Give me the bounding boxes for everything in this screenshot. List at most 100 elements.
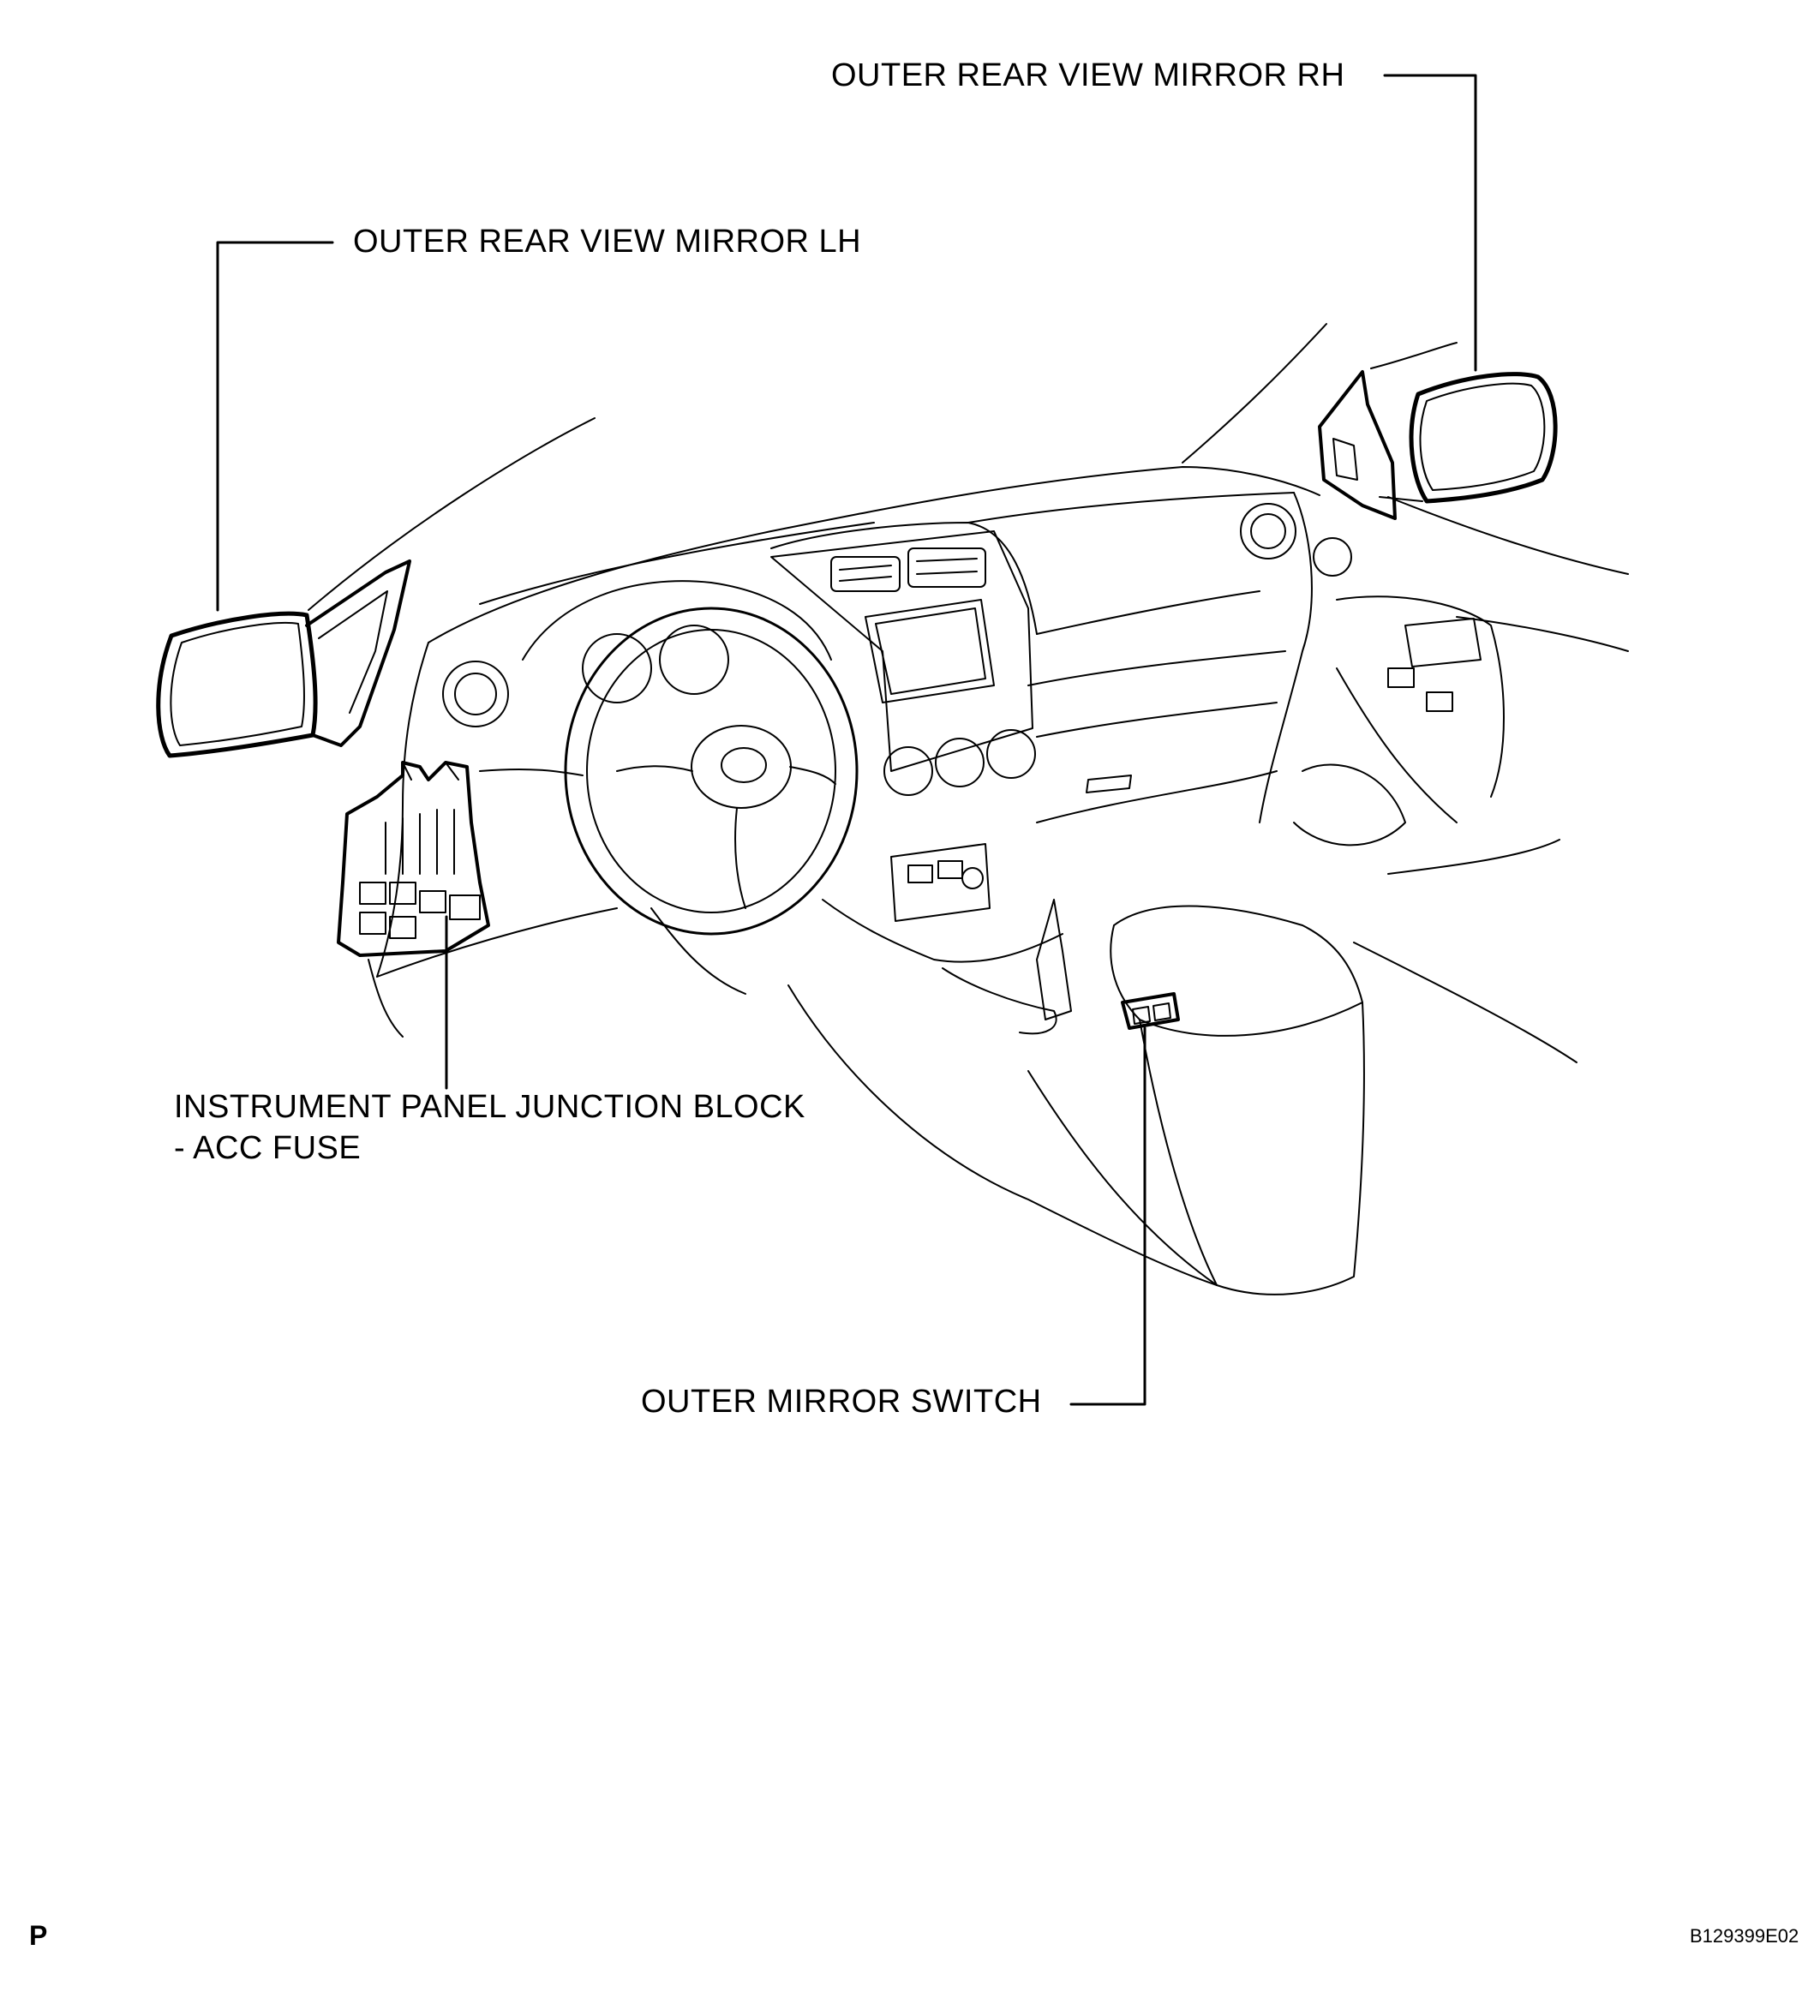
mirror-rh-arm <box>1379 496 1423 502</box>
leader-line-mirror-switch <box>1069 1026 1146 1406</box>
right-side <box>1240 496 1629 1063</box>
steering-wheel-spoke-lower <box>734 807 746 909</box>
glovebox-lower <box>1036 702 1278 738</box>
vent-slat <box>839 565 892 571</box>
mirror-lh-glass <box>170 621 305 746</box>
door-trim <box>1336 595 1505 798</box>
callout-junction-block-line1: INSTRUMENT PANEL JUNCTION BLOCK <box>174 1089 805 1125</box>
mirror-switch-body <box>1121 992 1180 1030</box>
switch-panel <box>890 843 991 922</box>
mirror-rh-base-inner <box>1332 438 1358 481</box>
hvac-knob-right <box>986 729 1036 779</box>
console-front <box>822 899 1063 963</box>
fuse <box>389 882 416 905</box>
center-vent-right <box>907 547 986 588</box>
dash-top-edge <box>428 466 1320 643</box>
door-handle-recess <box>1404 618 1482 667</box>
steering-wheel-logo <box>721 747 767 783</box>
dash-right-lower <box>1036 770 1278 823</box>
console-armrest-front <box>1110 924 1363 1037</box>
glovebox-slot <box>1086 775 1132 793</box>
windshield-top-edge <box>1182 323 1327 464</box>
vent-slat <box>916 571 978 575</box>
mirror-rh-glass <box>1419 382 1546 491</box>
callout-outer-rear-view-mirror-lh: OUTER REAR VIEW MIRROR LH <box>353 224 862 260</box>
dashboard-body <box>376 466 1320 978</box>
leader-line-mirror-rh <box>1383 74 1477 372</box>
figure-id: B129399E02 <box>1690 1925 1799 1947</box>
switch-button <box>937 860 963 879</box>
fuse <box>449 894 481 920</box>
steering-wheel-spoke-left <box>616 765 693 772</box>
door-pocket <box>1293 763 1406 846</box>
gauge-left <box>582 633 652 703</box>
fuse <box>419 890 446 913</box>
page-letter: P <box>29 1920 48 1951</box>
cluster-vent-left-inner <box>454 673 497 715</box>
side-vent-right-inner <box>1250 513 1286 549</box>
callout-outer-mirror-switch: OUTER MIRROR SWITCH <box>641 1384 1042 1420</box>
console-side-edge <box>1027 1070 1218 1286</box>
dash-top-edge-lower <box>479 522 875 605</box>
junction-block-drawing <box>337 761 490 1038</box>
door-panel-line <box>1336 667 1458 823</box>
side-vent-right <box>1240 503 1296 559</box>
display-screen-inner <box>875 607 986 695</box>
steering-column <box>650 907 746 995</box>
vent-slat <box>839 576 892 582</box>
roof-line-right <box>1370 342 1458 369</box>
vent-slat <box>916 558 978 562</box>
switch-button <box>907 864 933 883</box>
door-switch <box>1426 691 1453 712</box>
console-floor-line <box>787 984 1218 1286</box>
fuse <box>359 912 386 935</box>
mirror-lh-housing <box>156 611 318 758</box>
door-edge-right-lower <box>1456 616 1629 652</box>
windshield-left-edge <box>308 417 596 611</box>
center-console <box>787 899 1365 1295</box>
dash-right-upper <box>967 492 1295 523</box>
steering-wheel-rim-inner <box>586 629 836 913</box>
console-body <box>1139 1002 1365 1295</box>
callout-instrument-panel-junction-block: INSTRUMENT PANEL JUNCTION BLOCK - ACC FU… <box>174 1086 805 1169</box>
dash-panel-left <box>479 768 584 776</box>
mirror-rh-base <box>1318 370 1397 520</box>
dash-lower-edge <box>376 907 618 978</box>
steering-wheel-cluster <box>442 580 859 995</box>
door-lower-line <box>1387 839 1560 875</box>
junction-block-mount <box>402 762 459 781</box>
mirror-rh-drawing <box>1318 370 1558 520</box>
glovebox-edge <box>1027 650 1286 686</box>
mirror-switch-buttons <box>1132 1002 1171 1025</box>
dash-right-knob <box>1313 537 1352 577</box>
console-tray <box>942 967 1057 1035</box>
junction-block-harness <box>368 959 404 1038</box>
leader-line-mirror-lh <box>216 241 334 612</box>
callout-outer-rear-view-mirror-rh: OUTER REAR VIEW MIRROR RH <box>831 57 1345 93</box>
mirror-lh-drawing <box>156 559 411 758</box>
switch-knob <box>961 867 984 889</box>
shift-lever <box>1036 899 1072 1020</box>
floor-line-right <box>1353 942 1578 1063</box>
door-edge-right <box>1387 496 1629 575</box>
callout-junction-block-line2: - ACC FUSE <box>174 1130 362 1166</box>
gauge-right <box>659 625 729 695</box>
display-screen <box>865 599 995 703</box>
fuse <box>389 916 416 939</box>
cluster-hood <box>522 580 832 661</box>
fuse <box>359 882 386 905</box>
mirror-lh-base-inner <box>318 590 388 714</box>
steering-wheel-hub <box>691 725 792 809</box>
cluster-vent-left <box>442 661 509 727</box>
junction-block-outline <box>337 761 490 957</box>
mirror-lh-base <box>305 559 411 747</box>
steering-wheel-spoke-right <box>789 766 836 785</box>
center-vent-left <box>830 556 901 592</box>
mirror-rh-housing <box>1409 372 1558 504</box>
hvac-knob-center <box>935 738 985 787</box>
steering-wheel-rim-outer <box>564 607 859 936</box>
door-switch <box>1387 667 1415 688</box>
windshield-lines <box>308 323 1458 611</box>
leader-lines <box>216 74 1477 1406</box>
